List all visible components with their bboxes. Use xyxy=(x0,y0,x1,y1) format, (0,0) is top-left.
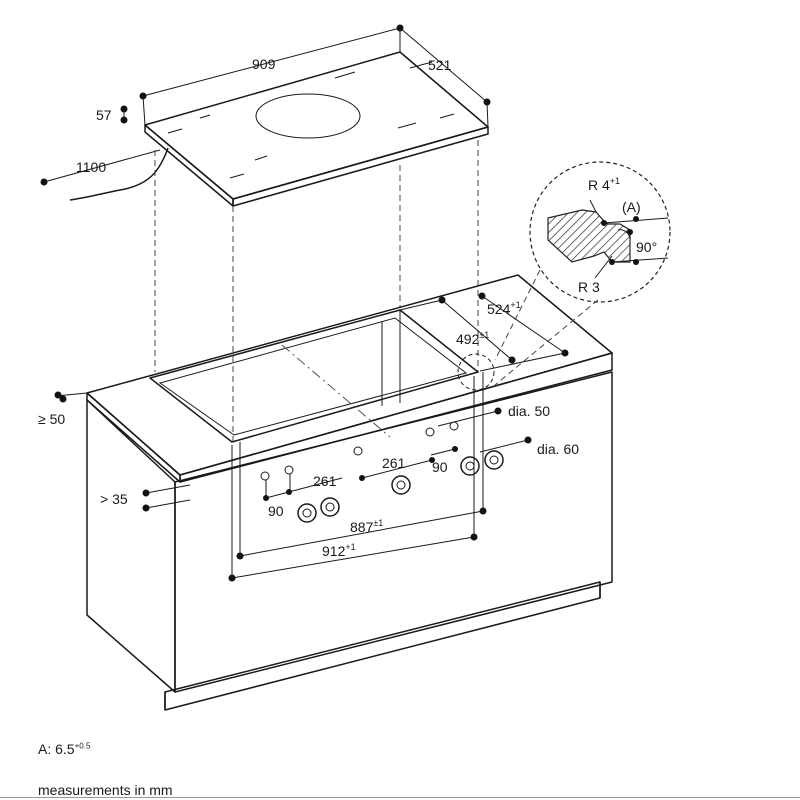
cabinet-dimensions xyxy=(54,292,569,582)
label-887: 887±1 xyxy=(350,518,383,535)
detail-angle-unit: ° xyxy=(652,239,658,255)
label-524-tol: +1 xyxy=(510,300,520,310)
label-492: 492±1 xyxy=(456,330,489,347)
label-887-tol: ±1 xyxy=(373,518,383,528)
cooktop-dimensions xyxy=(40,24,491,186)
label-524-value: 524 xyxy=(487,301,511,317)
control-knobs xyxy=(260,421,504,523)
label-57: 57 xyxy=(96,107,112,123)
detail-r3: R 3 xyxy=(578,279,600,295)
divider-line xyxy=(0,797,800,798)
detail-marker-a: (A) xyxy=(622,199,641,215)
note-a-value: 6.5 xyxy=(55,741,75,757)
label-261-left: 261 xyxy=(313,473,337,489)
label-909: 909 xyxy=(252,56,276,72)
label-261-mid: 261 xyxy=(382,455,406,471)
projection-lines xyxy=(154,140,479,445)
label-521: 521 xyxy=(428,57,452,73)
detail-r4: R 4+1 xyxy=(588,176,620,193)
label-1100: 1100 xyxy=(76,159,106,175)
note-units: measurements in mm xyxy=(38,782,173,798)
label-912: 912+1 xyxy=(322,542,356,559)
cooktop xyxy=(144,51,489,207)
label-dia-60: dia. 60 xyxy=(537,441,579,457)
label-492-value: 492 xyxy=(456,331,480,347)
label-887-value: 887 xyxy=(350,519,374,535)
power-cable xyxy=(69,147,169,201)
note-a-tol: +0.5 xyxy=(74,741,91,751)
detail-angle-90: 90° xyxy=(636,239,657,255)
label-912-value: 912 xyxy=(322,543,346,559)
cabinet xyxy=(86,274,613,711)
worktop-cutout xyxy=(149,309,479,443)
label-912-tol: +1 xyxy=(345,542,355,552)
note-tolerance-a: A: 6.5+0.5 xyxy=(38,741,90,757)
label-524: 524+1 xyxy=(487,300,521,317)
detail-angle-90-value: 90 xyxy=(636,239,652,255)
label-min-50: ≥ 50 xyxy=(38,411,65,427)
edge-detail xyxy=(457,161,671,391)
label-90-left: 90 xyxy=(268,503,284,519)
label-90-right: 90 xyxy=(432,459,448,475)
label-gap-35: > 35 xyxy=(100,491,128,507)
detail-r4-tol: +1 xyxy=(610,176,620,186)
detail-r4-value: R 4 xyxy=(588,177,610,193)
label-dia-50: dia. 50 xyxy=(508,403,550,419)
label-492-tol: ±1 xyxy=(479,330,489,340)
note-a-label: A: xyxy=(38,741,52,757)
